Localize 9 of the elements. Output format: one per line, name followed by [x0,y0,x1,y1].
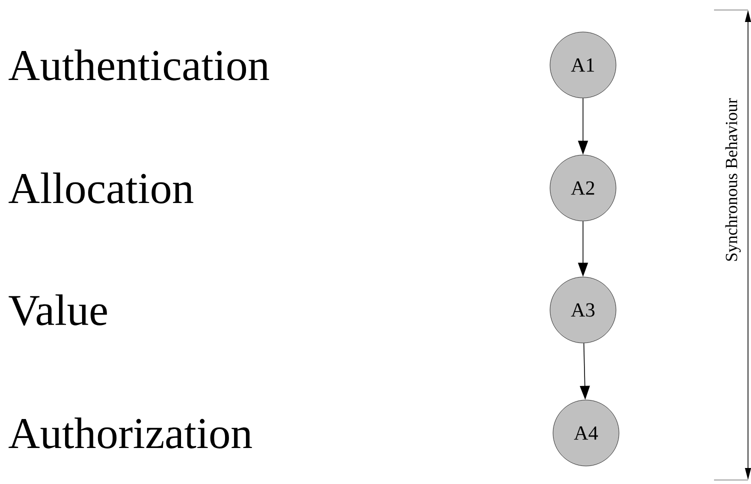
row-label: Allocation [8,172,194,204]
circle-node: A1 [550,32,616,98]
row-label: Authorization [8,418,252,448]
row-label: Value [8,294,107,326]
dimension-label: Synchronous Behaviour [725,98,741,261]
circle-node: A4 [552,400,620,466]
circle-node: A2 [550,154,616,222]
row-label: Authentication [8,50,270,80]
circle-node: A3 [550,276,616,344]
